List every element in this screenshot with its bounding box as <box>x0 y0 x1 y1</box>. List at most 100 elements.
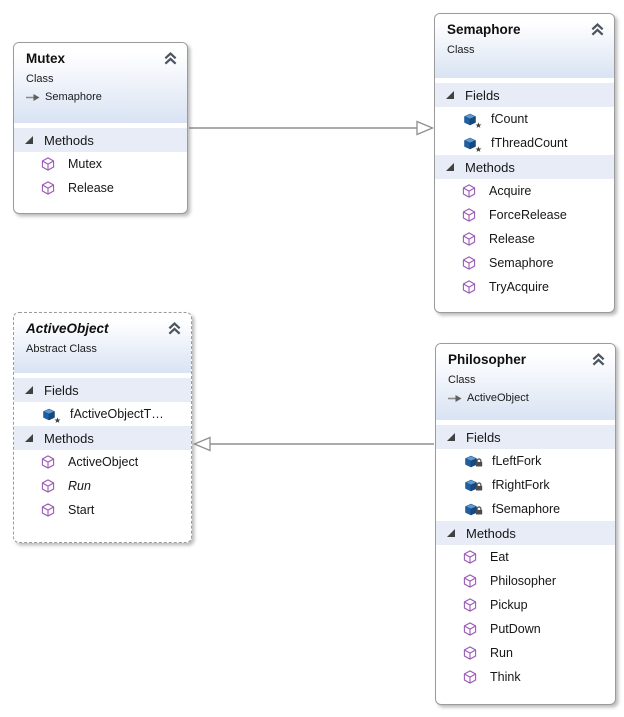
divider <box>436 420 615 425</box>
collapse-chevron-icon[interactable] <box>591 353 606 371</box>
member-name: TryAcquire <box>489 280 549 294</box>
divider <box>14 373 191 378</box>
private-lock-icon <box>475 454 483 472</box>
inherits-arrow-icon <box>26 93 40 102</box>
member-name: fLeftFork <box>492 454 542 468</box>
collapse-chevron-icon[interactable] <box>590 23 605 41</box>
class-title: Mutex <box>26 51 66 66</box>
section-label: Methods <box>44 132 94 148</box>
section-header-methods[interactable]: Methods <box>14 426 191 450</box>
section-label: Methods <box>44 430 94 446</box>
method-cube-icon <box>463 598 477 612</box>
inheritance-connector-philosopher-to-activeobject[interactable] <box>192 436 435 452</box>
member-row[interactable]: Release <box>14 176 187 200</box>
internal-star-icon: ★ <box>474 120 482 130</box>
member-name: fSemaphore <box>492 502 561 516</box>
section-label: Fields <box>466 429 501 445</box>
member-name: fThreadCount <box>491 136 568 150</box>
expander-triangle-icon <box>447 529 455 537</box>
section-label: Fields <box>465 87 500 103</box>
member-name: fActiveObjectT… <box>70 407 164 421</box>
collapse-chevron-icon[interactable] <box>163 52 178 70</box>
member-row[interactable]: Start <box>14 498 191 522</box>
private-lock-icon <box>475 478 483 496</box>
member-name: Acquire <box>489 184 532 198</box>
class-title: Semaphore <box>447 22 521 37</box>
class-stereotype: Class <box>448 374 476 386</box>
field-brick-icon: ★ <box>41 408 61 424</box>
expander-triangle-icon <box>446 163 454 171</box>
class-title: ActiveObject <box>26 321 109 336</box>
method-cube-icon <box>463 622 477 636</box>
class-stereotype: Class <box>26 73 54 85</box>
section-label: Fields <box>44 382 79 398</box>
member-row[interactable]: fRightFork <box>436 473 615 497</box>
member-row[interactable]: fSemaphore <box>436 497 615 521</box>
internal-star-icon: ★ <box>53 415 61 425</box>
class-box-mutex[interactable]: Mutex Class Semaphore Methods Mutex Rele… <box>13 42 188 214</box>
inheritance-connector-mutex-to-semaphore[interactable] <box>189 120 435 136</box>
member-name: Eat <box>490 550 509 564</box>
divider <box>14 123 187 128</box>
inherits-arrow-icon <box>448 394 462 403</box>
member-row[interactable]: ForceRelease <box>435 203 614 227</box>
method-cube-icon <box>463 670 477 684</box>
field-brick-icon <box>463 479 479 492</box>
method-cube-icon <box>41 503 55 517</box>
section-header-fields[interactable]: Fields <box>435 83 614 107</box>
field-brick-icon <box>463 503 479 516</box>
section-header-methods[interactable]: Methods <box>14 128 187 152</box>
class-header: Mutex Class Semaphore <box>14 43 187 123</box>
class-box-activeobject[interactable]: ActiveObject Abstract Class Fields ★ fAc… <box>13 312 192 543</box>
member-row[interactable]: Run <box>436 641 615 665</box>
field-brick-icon: ★ <box>462 113 482 129</box>
section-header-fields[interactable]: Fields <box>436 425 615 449</box>
member-name: Start <box>68 503 95 517</box>
class-stereotype: Abstract Class <box>26 343 97 355</box>
class-box-semaphore[interactable]: Semaphore Class Fields ★ fCount ★ fT <box>434 13 615 313</box>
member-row[interactable]: Run <box>14 474 191 498</box>
member-name: ForceRelease <box>489 208 567 222</box>
member-row[interactable]: Release <box>435 227 614 251</box>
method-cube-icon <box>41 479 55 493</box>
member-name: Think <box>490 670 521 684</box>
method-cube-icon <box>463 574 477 588</box>
member-name: Release <box>489 232 535 246</box>
member-row[interactable]: Mutex <box>14 152 187 176</box>
member-name: Semaphore <box>489 256 554 270</box>
base-type-row: Semaphore <box>26 91 178 103</box>
member-row[interactable]: Philosopher <box>436 569 615 593</box>
member-name: Philosopher <box>490 574 557 588</box>
member-row[interactable]: ★ fActiveObjectT… <box>14 402 191 426</box>
expander-triangle-icon <box>25 136 33 144</box>
section-label: Methods <box>465 159 515 175</box>
member-row[interactable]: ★ fCount <box>435 107 614 131</box>
section-header-fields[interactable]: Fields <box>14 378 191 402</box>
class-box-philosopher[interactable]: Philosopher Class ActiveObject Fields fL… <box>435 343 616 705</box>
field-brick-icon: ★ <box>462 137 482 153</box>
member-row[interactable]: Semaphore <box>435 251 614 275</box>
base-type-name: Semaphore <box>45 91 102 103</box>
member-row[interactable]: Acquire <box>435 179 614 203</box>
class-stereotype: Class <box>447 44 475 56</box>
class-header: Philosopher Class ActiveObject <box>436 344 615 420</box>
member-row[interactable]: TryAcquire <box>435 275 614 299</box>
member-name: fCount <box>491 112 528 126</box>
member-name: fRightFork <box>492 478 550 492</box>
section-header-methods[interactable]: Methods <box>436 521 615 545</box>
member-row[interactable]: ActiveObject <box>14 450 191 474</box>
member-name: Run <box>490 646 513 660</box>
member-row[interactable]: Eat <box>436 545 615 569</box>
method-cube-icon <box>41 455 55 469</box>
member-row[interactable]: Pickup <box>436 593 615 617</box>
method-cube-icon <box>462 232 476 246</box>
section-header-methods[interactable]: Methods <box>435 155 614 179</box>
method-cube-icon <box>462 280 476 294</box>
member-row[interactable]: fLeftFork <box>436 449 615 473</box>
collapse-chevron-icon[interactable] <box>167 322 182 340</box>
member-name: PutDown <box>490 622 541 636</box>
member-row[interactable]: Think <box>436 665 615 689</box>
class-header: ActiveObject Abstract Class <box>14 313 191 373</box>
member-row[interactable]: ★ fThreadCount <box>435 131 614 155</box>
member-row[interactable]: PutDown <box>436 617 615 641</box>
